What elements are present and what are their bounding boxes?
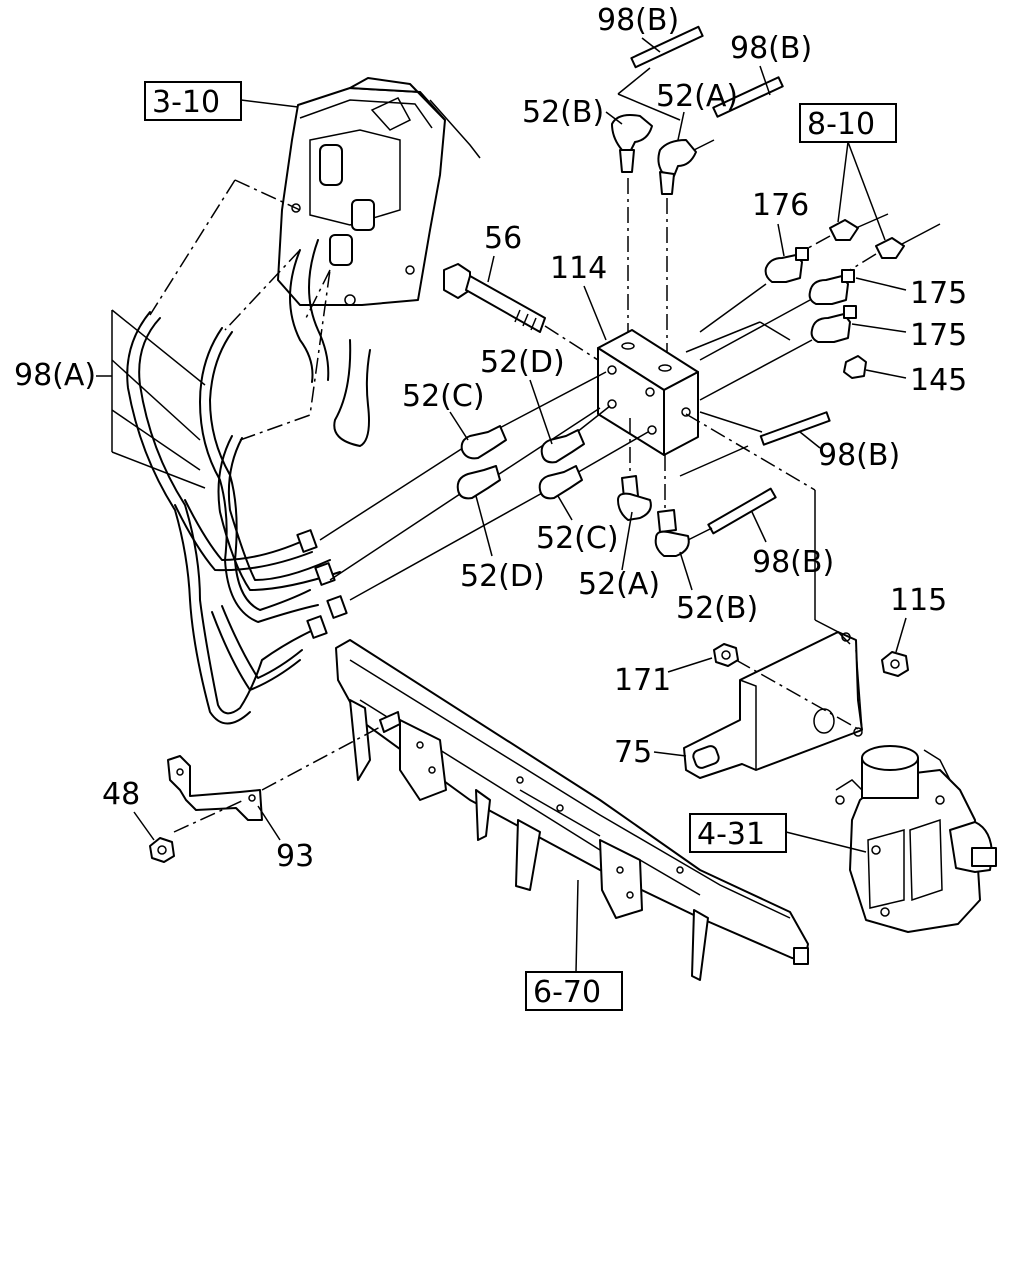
callouts-top: 98(B) 98(B) 52(B) 52(A): [522, 3, 812, 141]
label-56: 56: [484, 221, 522, 256]
label-52b-top: 52(B): [522, 95, 604, 130]
master-cylinder-assembly: [277, 77, 481, 447]
label-52a-bot: 52(A): [578, 567, 660, 602]
label-93: 93: [276, 839, 314, 874]
label-75: 75: [614, 735, 652, 770]
label-171: 171: [614, 663, 671, 698]
frame-crossmember: [335, 639, 809, 981]
label-52a-top: 52(A): [656, 79, 738, 114]
callouts-right: 176 175 175 145: [752, 188, 967, 398]
ref-label-8-10: 8-10: [807, 107, 875, 142]
label-52b-bot: 52(B): [676, 591, 758, 626]
label-48: 48: [102, 777, 140, 812]
connectors-52cd: [456, 425, 585, 500]
label-175b: 175: [910, 318, 967, 353]
label-145: 145: [910, 363, 967, 398]
ref-group-6-70[interactable]: 6-70: [525, 879, 623, 1011]
label-114: 114: [550, 251, 607, 286]
nut-48: 48: [102, 777, 175, 863]
label-98b-top: 98(B): [597, 3, 679, 38]
ref-label-3-10: 3-10: [152, 85, 220, 120]
nuts: 171 115: [614, 583, 947, 698]
bolt-56: 56: [443, 221, 599, 361]
clip-93: 93: [167, 711, 401, 874]
ref-label-6-70: 6-70: [533, 975, 601, 1010]
ref-group-8-10[interactable]: 8-10: [799, 103, 897, 241]
label-98b-bot: 98(B): [752, 545, 834, 580]
label-98b-right: 98(B): [818, 438, 900, 473]
ref-box-4-31[interactable]: [689, 813, 787, 853]
top-fittings: [611, 25, 784, 195]
label-52c-top: 52(C): [402, 379, 485, 414]
label-98b-top2: 98(B): [730, 31, 812, 66]
ref-box-3-10[interactable]: [144, 81, 242, 121]
pump-4-31: [835, 745, 997, 933]
callout-98a: 98(A): [14, 309, 206, 489]
label-52c-bot: 52(C): [536, 521, 619, 556]
bracket-75: 75: [614, 631, 863, 779]
label-98a: 98(A): [14, 358, 96, 393]
callouts-left-middle: 52(C) 52(D) 52(C) 52(D): [402, 345, 619, 594]
ref-label-4-31: 4-31: [697, 817, 765, 852]
ref-group-4-31[interactable]: 4-31: [689, 813, 867, 853]
callouts-lower-middle: 52(A) 52(B) 98(B) 98(B): [578, 431, 900, 626]
switches: [685, 213, 941, 401]
brake-pipes-98a: [126, 311, 348, 725]
valve-block-114: 114: [550, 251, 699, 456]
ref-box-8-10[interactable]: [799, 103, 897, 143]
ref-box-6-70[interactable]: [525, 971, 623, 1011]
label-52d-bot: 52(D): [460, 559, 545, 594]
lower-fittings: [617, 411, 831, 557]
ref-group-3-10[interactable]: 3-10: [144, 81, 299, 121]
label-115: 115: [890, 583, 947, 618]
label-175a: 175: [910, 276, 967, 311]
label-52d-top: 52(D): [480, 345, 565, 380]
label-176: 176: [752, 188, 809, 223]
